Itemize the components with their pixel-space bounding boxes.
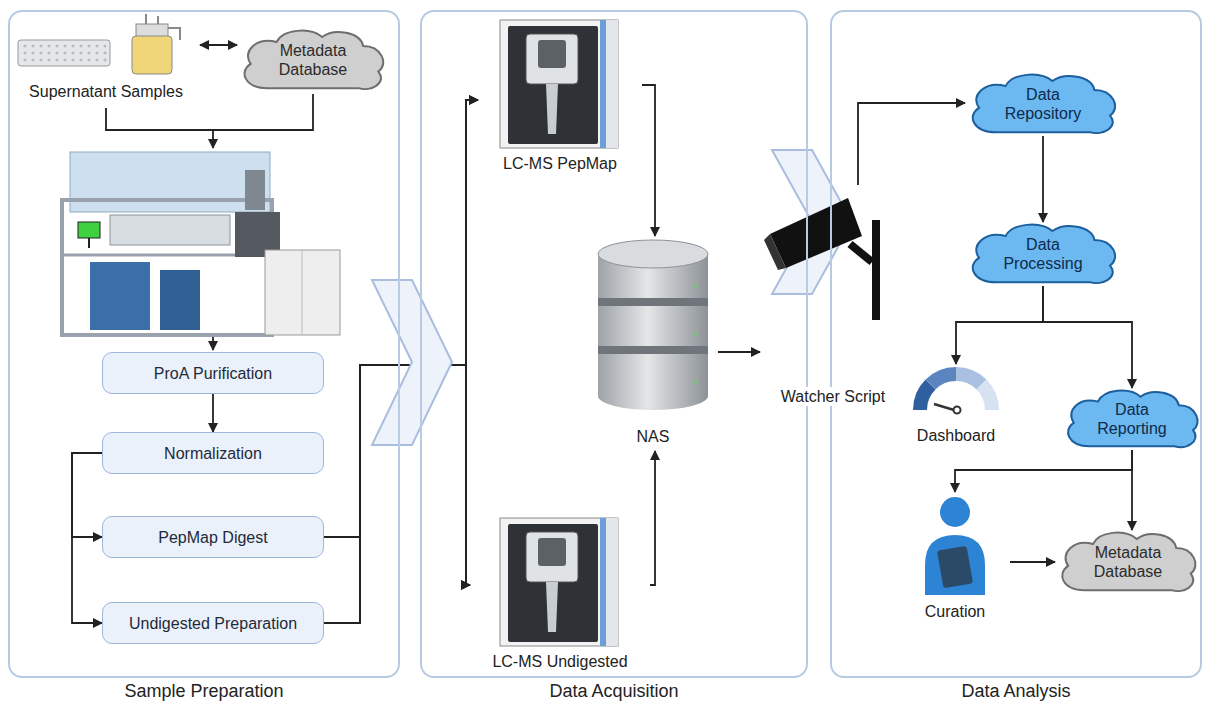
instrument-node: LC-MS PepMap (478, 20, 642, 178)
cloud-shape (1061, 388, 1203, 450)
gauge-icon (920, 374, 992, 414)
service-cloud: Data Repository (965, 72, 1121, 136)
node-label: Data Reporting (1083, 400, 1181, 438)
curation-node: Curation (900, 492, 1010, 626)
lcms-instrument (500, 20, 618, 148)
node-label: Metadata Database (1077, 543, 1179, 581)
robot-illustration (62, 152, 340, 335)
dashboard-node: Dashboard (898, 364, 1014, 450)
node-label: Curation (923, 602, 987, 621)
process-box: Normalization (102, 432, 324, 474)
cloud-shape (965, 72, 1121, 136)
process-box: Undigested Preparation (102, 602, 324, 644)
connector (1042, 136, 1044, 222)
connector (955, 450, 1132, 492)
cloud-shape (237, 28, 389, 92)
watcher-node: Watcher Script (760, 185, 906, 411)
panel-title: Sample Preparation (10, 680, 398, 702)
node-label: Data Repository (987, 85, 1099, 123)
lcms-instrument (500, 518, 618, 646)
stage-chevron (372, 280, 452, 445)
node-label: Metadata Database (259, 41, 367, 79)
storage-node: NAS (588, 236, 718, 451)
process-box: PepMap Digest (102, 516, 324, 558)
panel-title: Data Analysis (832, 680, 1200, 702)
node-label: LC-MS Undigested (490, 652, 629, 671)
cloud-shape (965, 222, 1121, 286)
connector (324, 100, 478, 537)
node-label: Undigested Preparation (129, 614, 297, 633)
cloud-shape (1055, 530, 1201, 594)
connector (650, 451, 655, 585)
stage-panel: Data AcquisitionLC-MS PepMapNASLC-MS Und… (420, 10, 808, 678)
connector (212, 394, 214, 432)
node-label: ProA Purification (154, 364, 272, 383)
database-cloud: Metadata Database (1055, 530, 1201, 594)
database-cloud: Metadata Database (237, 28, 389, 92)
storage-cylinder (598, 240, 708, 410)
connector (1010, 561, 1055, 563)
node-label: PepMap Digest (158, 528, 267, 547)
connector (858, 103, 965, 185)
connector (324, 100, 478, 623)
connector (718, 351, 760, 353)
node-label: Normalization (164, 444, 262, 463)
instrument-node: LC-MS Undigested (470, 520, 650, 676)
process-box: ProA Purification (102, 352, 324, 394)
person-icon (925, 497, 985, 595)
service-cloud: Data Reporting (1061, 388, 1203, 450)
node-label: Data Processing (987, 235, 1099, 273)
sample-node: Supernatant Samples (12, 14, 200, 106)
node-label: LC-MS PepMap (501, 154, 619, 173)
panel-title: Data Acquisition (422, 680, 806, 702)
connector (1043, 286, 1132, 388)
sample-illustration (18, 14, 180, 74)
connector (200, 44, 237, 46)
connector (72, 453, 102, 537)
service-cloud: Data Processing (965, 222, 1121, 286)
stage-panel: Sample PreparationSupernatant SamplesMet… (8, 10, 400, 678)
connector (642, 85, 655, 236)
stage-panel: Data AnalysisData RepositoryData Process… (830, 10, 1202, 678)
connector (1131, 450, 1133, 530)
node-label: Dashboard (915, 426, 997, 445)
camera-icon (764, 198, 880, 320)
connector (956, 286, 1043, 364)
node-label: NAS (635, 427, 672, 446)
node-label: Watcher Script (779, 387, 887, 406)
connector (72, 453, 102, 623)
node-label: Supernatant Samples (27, 82, 185, 101)
